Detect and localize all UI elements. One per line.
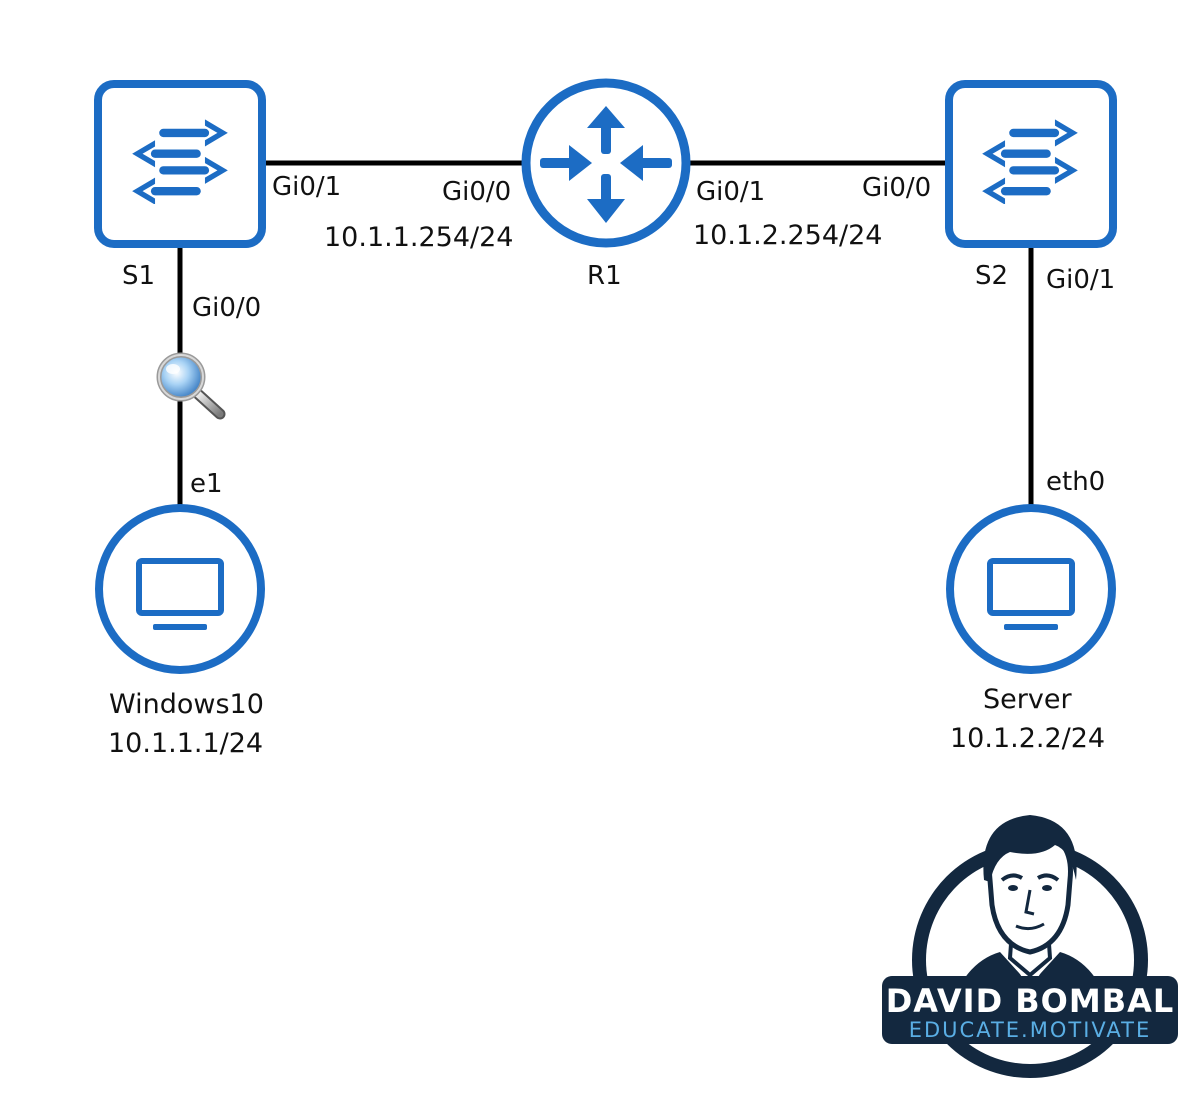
s2-port-gi00-label: Gi0/0 bbox=[862, 173, 931, 203]
server-ip-label: 10.1.2.2/24 bbox=[950, 723, 1105, 754]
s1-name-label: S1 bbox=[122, 261, 155, 291]
s1-port-gi01-label: Gi0/1 bbox=[272, 172, 341, 202]
switch-s2[interactable] bbox=[945, 80, 1117, 248]
s1-port-gi00-label: Gi0/0 bbox=[192, 293, 261, 323]
logo-name-text: DAVID BOMBAL bbox=[886, 982, 1175, 1020]
magnifier-icon[interactable] bbox=[156, 352, 226, 420]
s2-port-gi01-label: Gi0/1 bbox=[1046, 265, 1115, 295]
r1-name-label: R1 bbox=[587, 261, 622, 291]
r1-gi00-ip-label: 10.1.1.254/24 bbox=[324, 222, 513, 253]
windows10-port-e1-label: e1 bbox=[190, 469, 223, 499]
labels: S1 R1 S2 Gi0/1 Gi0/0 10.1.1.254/24 Gi0/1… bbox=[108, 172, 1115, 759]
r1-port-gi01-label: Gi0/1 bbox=[696, 177, 765, 207]
switch-s1[interactable] bbox=[94, 80, 266, 248]
monitor-icon bbox=[987, 558, 1075, 630]
host-server[interactable] bbox=[946, 504, 1116, 674]
server-port-eth0-label: eth0 bbox=[1046, 467, 1105, 497]
r1-port-gi00-label: Gi0/0 bbox=[442, 177, 511, 207]
host-windows10[interactable] bbox=[95, 504, 265, 674]
windows10-ip-label: 10.1.1.1/24 bbox=[108, 728, 263, 759]
router-r1[interactable] bbox=[521, 78, 691, 248]
s2-name-label: S2 bbox=[975, 261, 1008, 291]
logo-tagline-text: EDUCATE.MOTIVATE bbox=[909, 1018, 1152, 1042]
monitor-icon bbox=[136, 558, 224, 630]
r1-gi01-ip-label: 10.1.2.254/24 bbox=[693, 220, 882, 251]
david-bombal-logo: DAVID BOMBAL EDUCATE.MOTIVATE bbox=[882, 815, 1178, 1078]
router-icon bbox=[540, 106, 672, 223]
windows10-name-label: Windows10 bbox=[109, 689, 264, 720]
server-name-label: Server bbox=[983, 684, 1072, 715]
